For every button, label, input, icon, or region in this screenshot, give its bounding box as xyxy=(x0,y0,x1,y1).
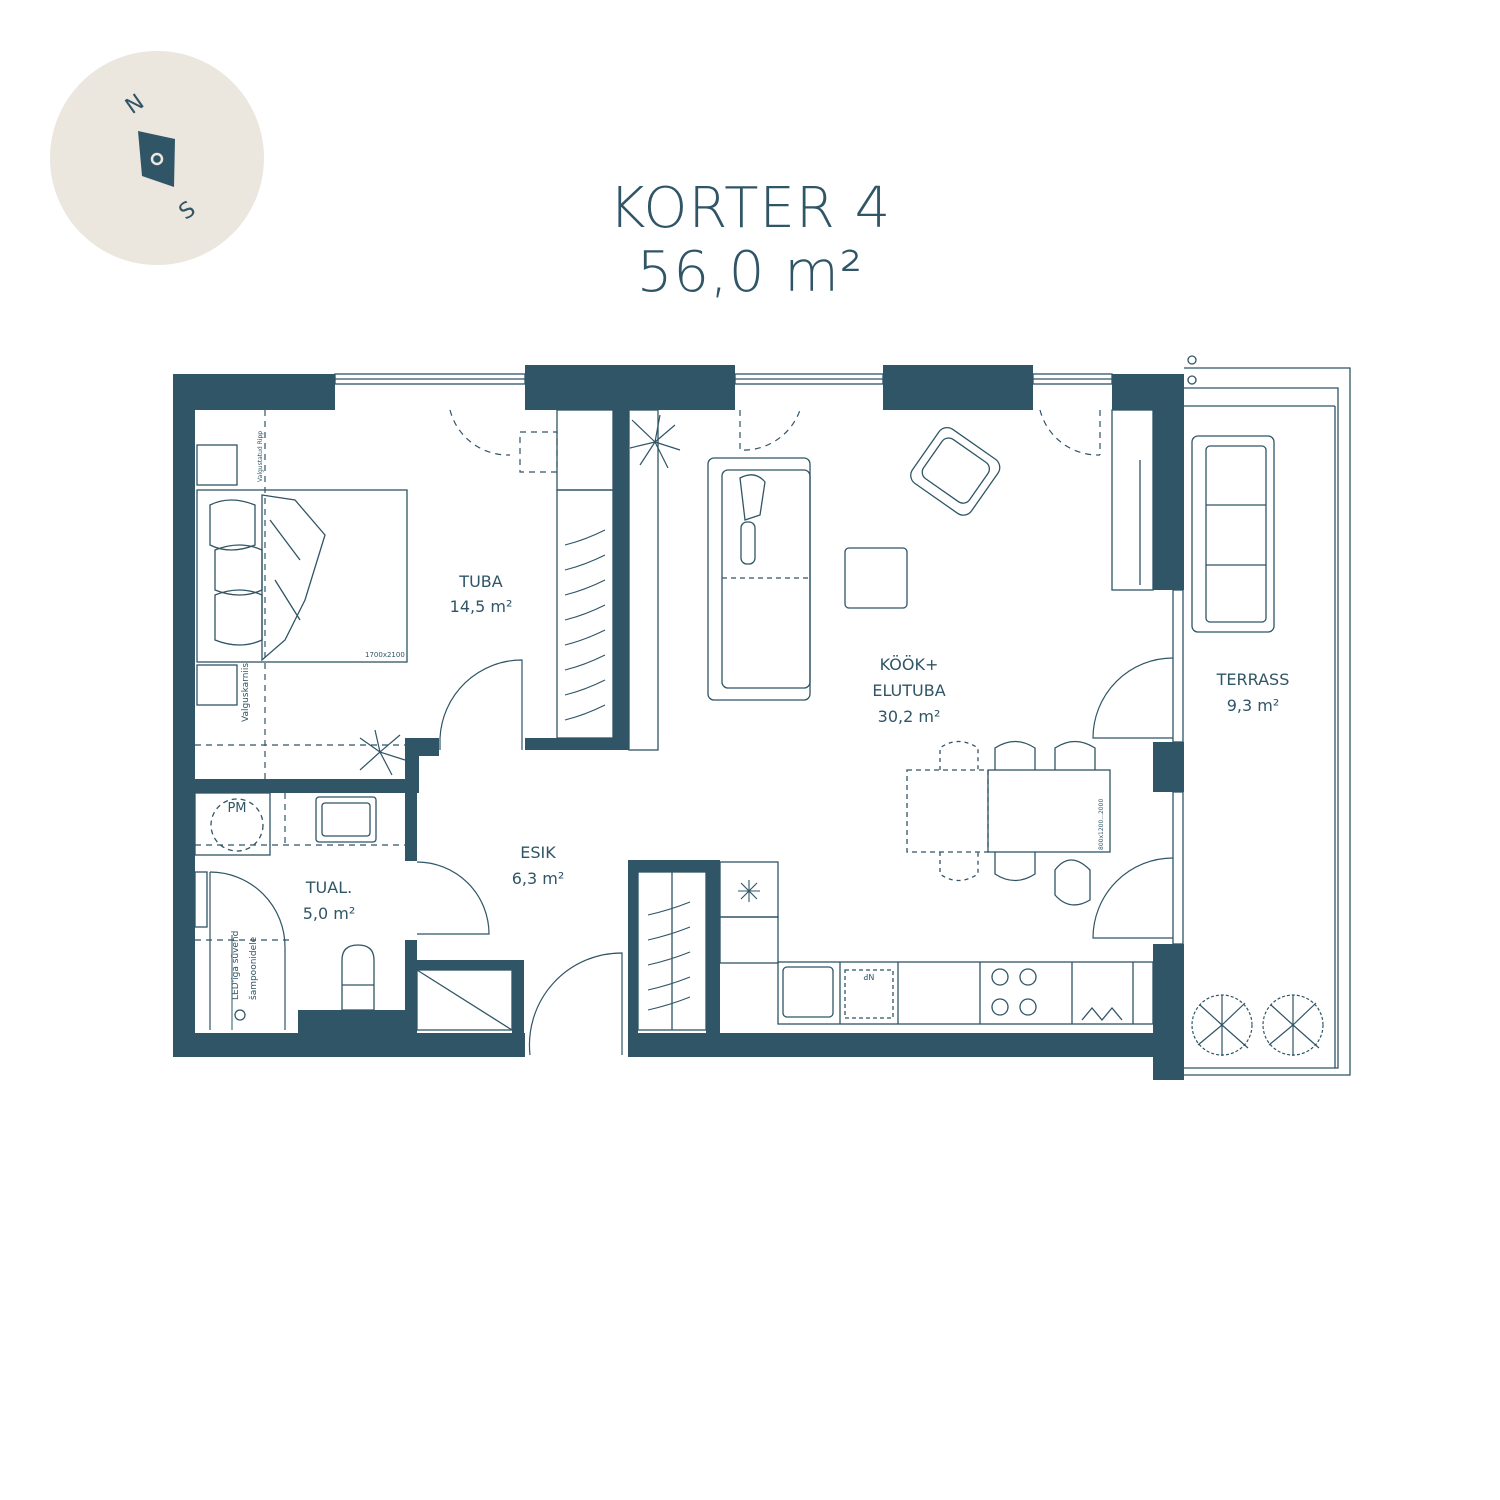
sofa xyxy=(707,457,811,701)
compass: N S xyxy=(50,51,264,265)
room-area-tuba: 14,5 m² xyxy=(450,597,513,616)
room-name-tuba: TUBA xyxy=(458,572,502,591)
ceiling-note-label: Valgustatud Ripp xyxy=(257,431,264,482)
room-area-esik: 6,3 m² xyxy=(512,869,565,888)
room-area-kook: 30,2 m² xyxy=(878,707,941,726)
apartment-title: KORTER 4 xyxy=(608,176,892,241)
room-name-kook-line2: ELUTUBA xyxy=(872,681,945,700)
room-labels: TUBA 14,5 m² KÖÖK+ ELUTUBA 30,2 m² TERRA… xyxy=(303,572,1290,923)
dining-table xyxy=(987,769,1111,853)
room-name-terrass: TERRASS xyxy=(1216,670,1290,689)
led-label-line1: LED'iga süvend xyxy=(231,931,241,1000)
coffee-table xyxy=(844,547,908,609)
windows xyxy=(334,355,1351,1076)
annotations: 1700x2100 Valguskarniis Valgustatud Ripp… xyxy=(227,431,1105,1000)
led-label-line2: šampoonidele xyxy=(248,936,259,1000)
compass-rose-icon: N S xyxy=(121,90,200,226)
apartment-area: 56,0 m² xyxy=(636,240,864,305)
bed-size-label: 1700x2100 xyxy=(365,651,405,659)
plant-icon xyxy=(359,729,406,776)
valguskarniis-label: Valguskarniis xyxy=(241,663,251,722)
dishwasher-label: NP xyxy=(863,972,874,981)
table-size-label: 800x1200...2000 xyxy=(1098,799,1105,850)
room-area-terrass: 9,3 m² xyxy=(1227,696,1280,715)
kitchen-counter xyxy=(777,961,1154,1025)
room-name-esik: ESIK xyxy=(520,843,556,862)
plant-icon xyxy=(629,414,681,469)
doors xyxy=(195,409,1174,1056)
pm-label: PM xyxy=(227,801,246,816)
walls xyxy=(173,365,1184,1080)
furniture xyxy=(194,409,1275,1031)
room-name-kook-line1: KÖÖK+ xyxy=(880,655,939,674)
shrub-icon xyxy=(1262,994,1324,1056)
shrub-icon xyxy=(1191,994,1253,1056)
bed xyxy=(196,489,408,663)
plant-icons xyxy=(359,414,1324,1056)
room-name-tual: TUAL. xyxy=(305,878,352,897)
room-area-tual: 5,0 m² xyxy=(303,904,356,923)
